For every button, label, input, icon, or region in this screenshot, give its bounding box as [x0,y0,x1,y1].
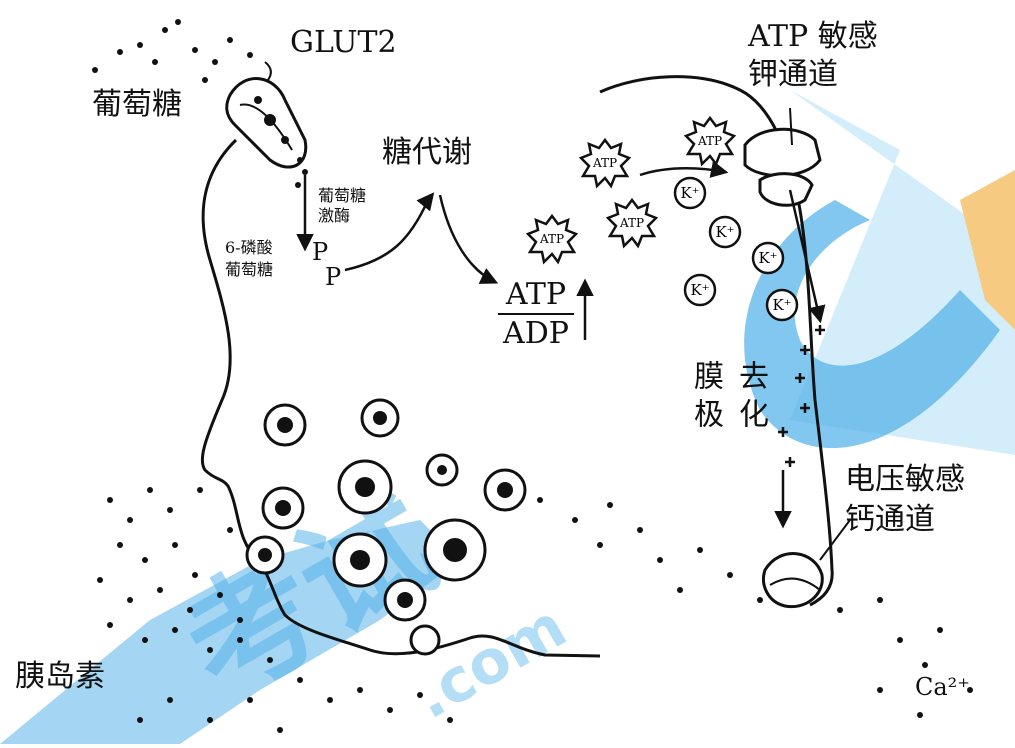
ca-channel-label-line1: 电压敏感 [845,462,965,497]
svg-text:K⁺: K⁺ [772,296,791,314]
glucose-molecules-outside [92,19,253,83]
katp-channel-label-line1: ATP 敏感 [748,19,878,54]
potassium-ions: K⁺ K⁺ K⁺ K⁺ K⁺ [673,176,799,322]
glut2-transporter [225,61,308,169]
atp-adp-ratio: ATP ADP [498,280,574,349]
glucokinase-label-line1: 葡萄糖 [318,186,367,205]
g6p-label-line1: 6-磷酸 [225,238,273,257]
calcium-label: Ca²⁺ [915,673,970,701]
insulin-label: 胰岛素 [15,659,105,694]
depolarization-col2: 去化 [733,360,768,436]
svg-text:K⁺: K⁺ [715,223,734,241]
phosphate-label-1: P [312,238,329,266]
atp-ratio-denominator: ADP [503,316,569,351]
svg-text:K⁺: K⁺ [680,184,699,202]
svg-text:ATP: ATP [592,156,617,170]
glut2-label: GLUT2 [290,25,397,60]
glucose-label: 葡萄糖 [92,87,182,122]
svg-text:ATP: ATP [619,216,644,230]
ca-channel-label-line2: 钙通道 [845,502,935,537]
glucokinase-label-line2: 激酶 [318,206,351,225]
glucose-molecules-inside [295,157,308,188]
insulin-granule-cores [258,411,513,608]
atp-ratio-numerator: ATP [498,280,574,315]
katp-channel-label-line2: 钾通道 [748,57,838,92]
ca-channel [762,519,851,609]
depolarization-col1: 膜极 [688,360,723,436]
calcium-ions [537,497,973,718]
svg-text:K⁺: K⁺ [758,249,777,267]
pathway-arrows [296,160,826,529]
g6p-label-line2: 葡萄糖 [225,260,274,279]
svg-text:K⁺: K⁺ [690,281,709,299]
svg-text:ATP: ATP [697,134,722,148]
katp-channel [743,107,822,207]
insulin-granules [245,398,527,656]
atp-molecules: ATP ATP ATP ATP [525,115,737,265]
positive-charges [778,325,825,467]
metabolism-label: 糖代谢 [382,135,472,170]
watermark: 考试 .com [0,90,1015,744]
cell-membrane-right [599,75,834,607]
phosphate-label-2: P [325,263,342,291]
svg-text:ATP: ATP [539,232,564,246]
secreted-insulin [97,487,453,733]
